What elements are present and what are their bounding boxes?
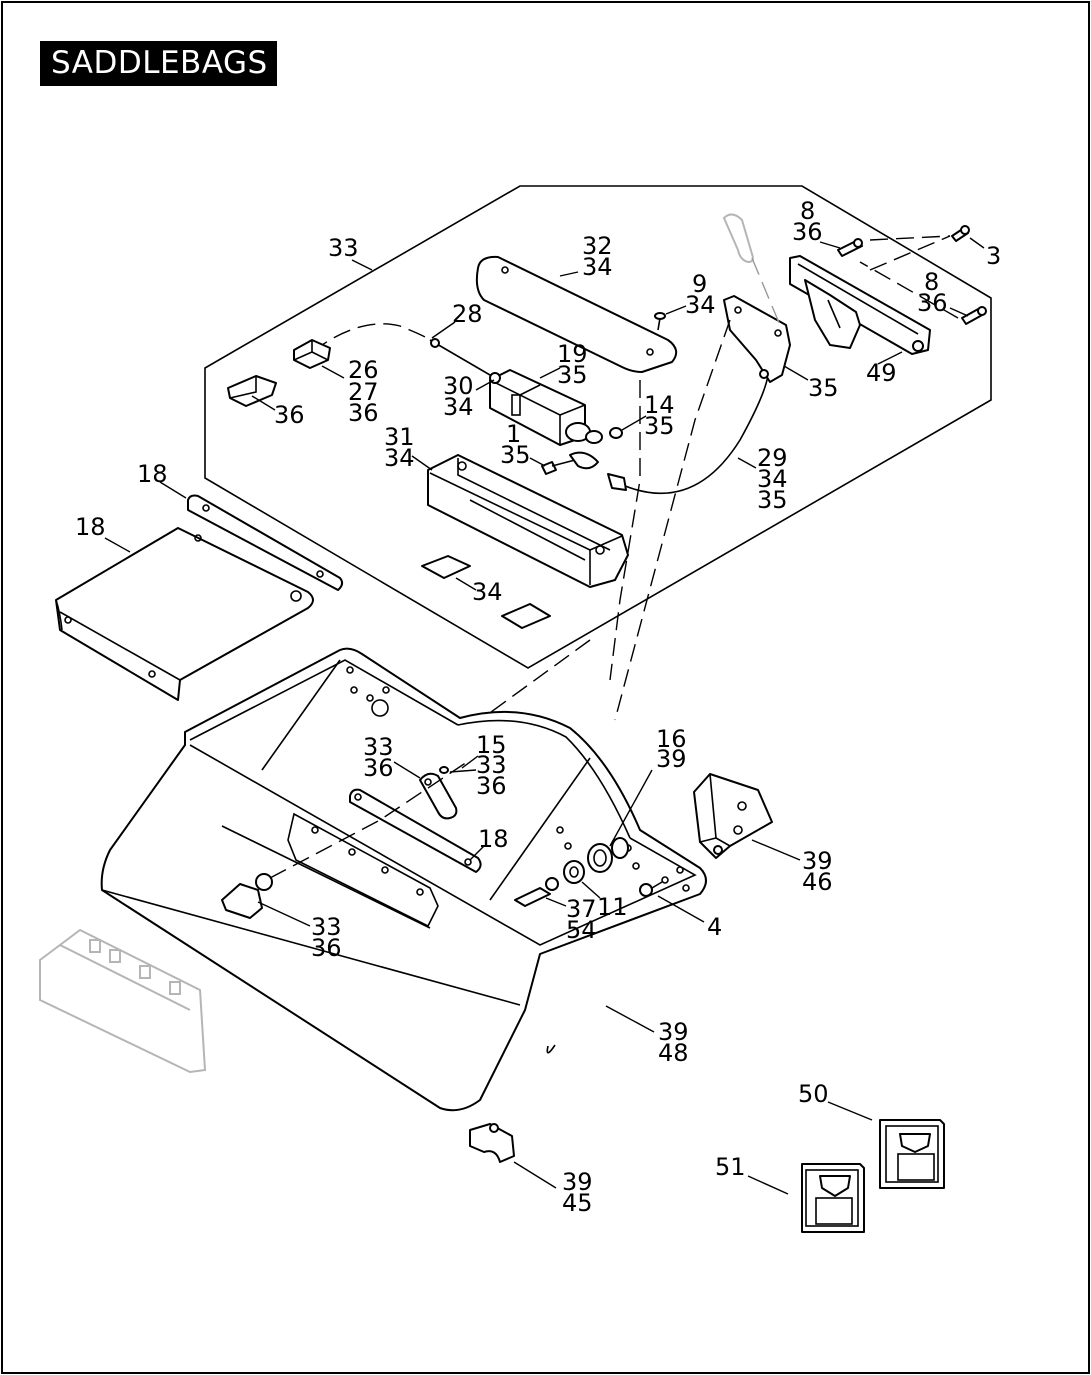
callout-19: 19 xyxy=(557,340,588,368)
callout-18-b: 18 xyxy=(75,513,106,541)
callout-1: 1 xyxy=(506,420,521,448)
bolt-8a xyxy=(837,238,863,257)
callout-35-1: 35 xyxy=(500,441,531,469)
exploded-view-box xyxy=(204,185,992,669)
callout-33-low: 33 xyxy=(311,913,342,941)
ghost-mounting-rail xyxy=(39,928,207,1074)
callout-33-mid: 33 xyxy=(363,733,394,761)
callout-32: 32 xyxy=(582,232,613,260)
callout-35-bracket: 35 xyxy=(808,374,839,402)
page-title: SADDLEBAGS xyxy=(40,41,277,86)
callout-34-9: 34 xyxy=(685,291,716,319)
alignment-line-1 xyxy=(614,319,731,721)
nut-14 xyxy=(609,427,623,439)
lock-actuator xyxy=(489,369,603,446)
latch-15 xyxy=(419,766,458,820)
stud-37 xyxy=(514,877,559,907)
callout-9: 9 xyxy=(692,270,707,298)
callout-3: 3 xyxy=(986,242,1001,270)
callout-33-top: 33 xyxy=(328,234,359,262)
callout-33-15: 33 xyxy=(476,751,507,779)
callout-49: 49 xyxy=(866,359,897,387)
callout-34-lid: 34 xyxy=(582,253,613,281)
callout-30: 30 xyxy=(443,372,474,400)
latch-clip-low xyxy=(221,873,273,919)
callout-8a: 8 xyxy=(800,197,815,225)
latch-bracket xyxy=(723,295,791,383)
callout-46: 46 xyxy=(802,868,833,896)
callout-36-left: 36 xyxy=(274,401,305,429)
screw-35 xyxy=(541,451,599,475)
callout-36-26: 36 xyxy=(348,399,379,427)
callout-39-16: 39 xyxy=(656,745,687,773)
callout-54: 54 xyxy=(566,916,597,944)
callout-16: 16 xyxy=(656,725,687,753)
strap-18-mid xyxy=(349,788,482,873)
callout-39-45: 39 xyxy=(562,1168,593,1196)
callout-18-c: 18 xyxy=(478,825,509,853)
lid-cover-plate xyxy=(475,255,678,373)
badge-kit-51 xyxy=(801,1163,865,1233)
cable-route-28 xyxy=(311,323,431,353)
screw-4 xyxy=(639,881,663,897)
callout-8b: 8 xyxy=(924,268,939,296)
callout-labels: 33 32 34 8 36 3 9 34 8 36 28 26 27 36 19… xyxy=(75,197,1001,1217)
callout-37: 37 xyxy=(566,895,597,923)
badge-kit-50 xyxy=(879,1119,945,1189)
callout-27: 27 xyxy=(348,378,379,406)
callout-36-15: 36 xyxy=(476,772,507,800)
callout-39-46: 39 xyxy=(802,847,833,875)
key-ghost xyxy=(722,213,783,331)
clip-45 xyxy=(469,1123,515,1163)
callout-36-mid: 36 xyxy=(363,754,394,782)
cable-28 xyxy=(429,339,491,376)
callout-35-14: 35 xyxy=(644,412,675,440)
callout-15: 15 xyxy=(476,731,507,759)
callout-50: 50 xyxy=(798,1080,829,1108)
callout-4: 4 xyxy=(707,913,722,941)
callout-35-29: 35 xyxy=(757,486,788,514)
connector-26 xyxy=(293,339,331,369)
callout-34-pads: 34 xyxy=(472,578,503,606)
hinge-bracket-49 xyxy=(789,255,931,355)
callout-36-low: 36 xyxy=(311,934,342,962)
cable-29 xyxy=(611,374,769,495)
cable-29-end xyxy=(607,473,627,491)
bolt-8b xyxy=(961,306,987,325)
connector-36 xyxy=(227,375,277,407)
callout-34-29: 34 xyxy=(757,465,788,493)
lid-pouch-18 xyxy=(55,527,314,701)
grommets xyxy=(563,837,629,884)
callout-29: 29 xyxy=(757,444,788,472)
callout-11: 11 xyxy=(597,893,628,921)
mount-bracket-46 xyxy=(693,773,773,859)
callout-39-48: 39 xyxy=(658,1018,689,1046)
callout-26: 26 xyxy=(348,356,379,384)
callout-36-8a: 36 xyxy=(792,218,823,246)
saddlebag-shell xyxy=(100,647,707,1112)
callout-18-a: 18 xyxy=(137,460,168,488)
alignment-line-2 xyxy=(609,380,641,681)
callout-36-8b: 36 xyxy=(917,289,948,317)
callout-28: 28 xyxy=(452,300,483,328)
screw-9 xyxy=(654,312,666,331)
callout-14: 14 xyxy=(644,391,675,419)
adhesive-pads xyxy=(421,555,551,629)
callout-45: 45 xyxy=(562,1189,593,1217)
latch-housing xyxy=(427,454,629,588)
callout-34-30: 34 xyxy=(443,393,474,421)
callout-35-19: 35 xyxy=(557,361,588,389)
callout-48: 48 xyxy=(658,1039,689,1067)
strap-18 xyxy=(187,494,344,591)
bolt-axis-lines xyxy=(859,235,959,319)
callout-34-31: 34 xyxy=(384,444,415,472)
bolt-3 xyxy=(951,225,970,242)
callout-31: 31 xyxy=(384,423,415,451)
leader-lines xyxy=(104,237,985,1195)
alignment-line-4 xyxy=(269,759,471,879)
callout-51: 51 xyxy=(715,1153,746,1181)
